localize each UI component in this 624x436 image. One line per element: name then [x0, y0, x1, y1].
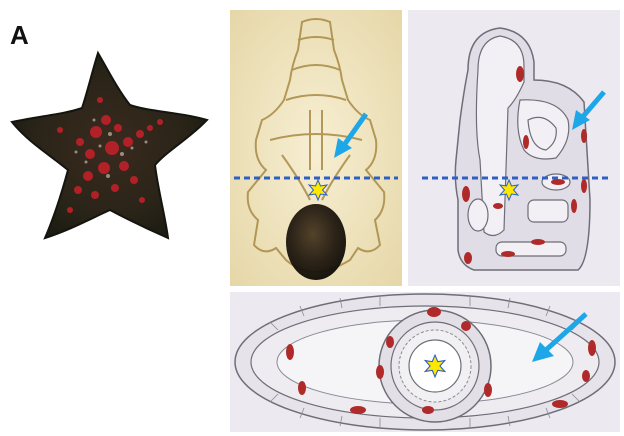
cross-section-star-icon: [423, 354, 447, 378]
larva-section-drawing: [408, 10, 620, 286]
starfish-photo: [0, 50, 215, 250]
larva-star-icon: [307, 179, 329, 201]
larva-photo: [230, 10, 402, 286]
panel-label-a: A: [10, 22, 29, 48]
cross-section-drawing: [230, 292, 620, 432]
section-star-icon: [498, 179, 520, 201]
